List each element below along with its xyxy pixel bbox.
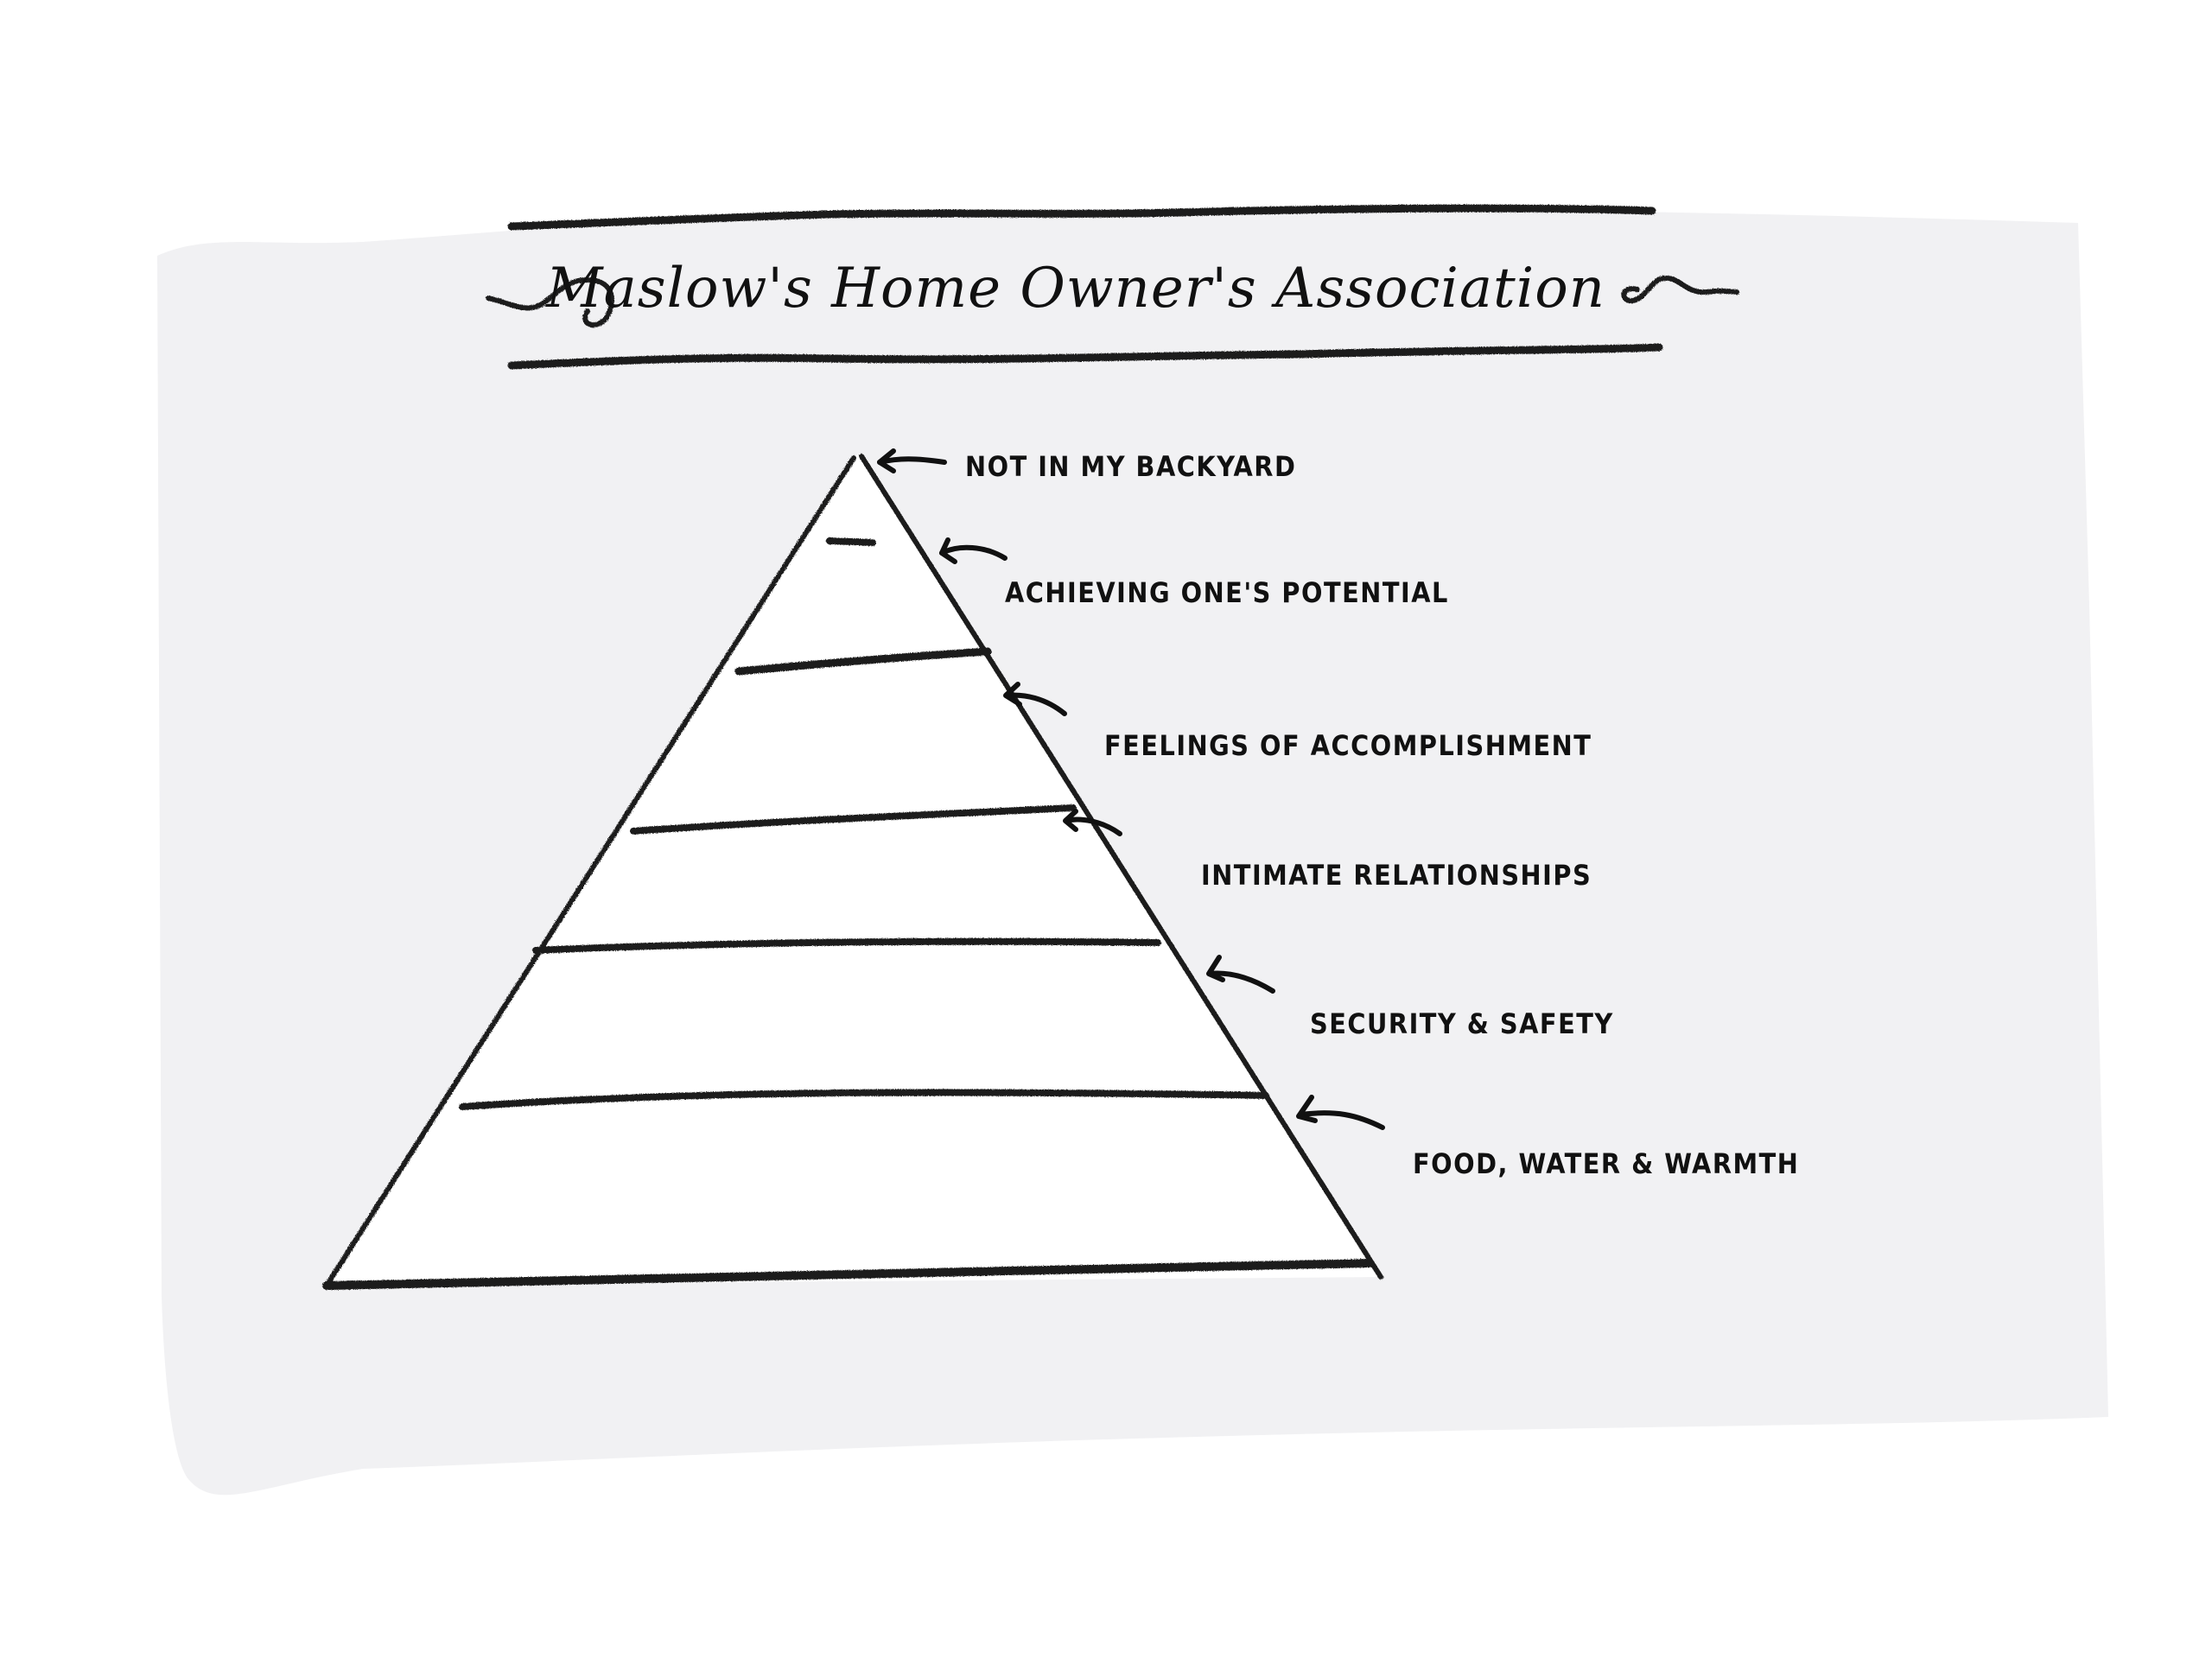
curved-arrow-left-icon <box>939 537 1007 564</box>
diagram-title: Maslow's Home Owner's Association <box>545 257 1605 321</box>
level-label-esteem: FEELINGS OF ACCOMPLISHMENT <box>1104 729 1592 762</box>
level-label-safety: SECURITY & SAFETY <box>1310 1007 1614 1040</box>
title-bottom-rule <box>507 343 1663 370</box>
band-line-2 <box>734 647 992 676</box>
curved-arrow-left-icon <box>1206 955 1275 994</box>
pyramid-base <box>322 1259 1374 1290</box>
pyramid-body <box>324 454 1381 1286</box>
pyramid-labels: NOT IN MY BACKYARD ACHIEVING ONE'S POTEN… <box>965 450 1799 1180</box>
band-line-5 <box>459 1089 1269 1110</box>
title-banner <box>486 204 1739 370</box>
label-arrows <box>877 448 1385 1130</box>
level-label-physiological: FOOD, WATER & WARMTH <box>1413 1147 1799 1180</box>
paper-sheet <box>157 208 2108 1496</box>
band-line-4 <box>532 937 1161 954</box>
level-label-nimby: NOT IN MY BACKYARD <box>965 450 1296 483</box>
curved-arrow-left-icon <box>1296 1095 1385 1130</box>
pyramid <box>322 454 1383 1290</box>
level-label-belonging: INTIMATE RELATIONSHIPS <box>1201 859 1592 892</box>
swirl-flourish-left-icon <box>486 277 615 328</box>
pyramid-right-edge <box>859 454 1383 1280</box>
pyramid-left-edge <box>324 455 856 1288</box>
swirl-flourish-right-icon <box>1621 275 1739 304</box>
title-top-rule <box>507 204 1656 231</box>
curved-arrow-left-icon <box>877 448 947 473</box>
band-line-3 <box>630 804 1077 835</box>
level-label-self-actualization: ACHIEVING ONE'S POTENTIAL <box>1005 576 1449 609</box>
curved-arrow-left-icon <box>1063 809 1122 836</box>
curved-arrow-left-icon <box>1003 682 1067 716</box>
band-line-1 <box>826 537 876 546</box>
